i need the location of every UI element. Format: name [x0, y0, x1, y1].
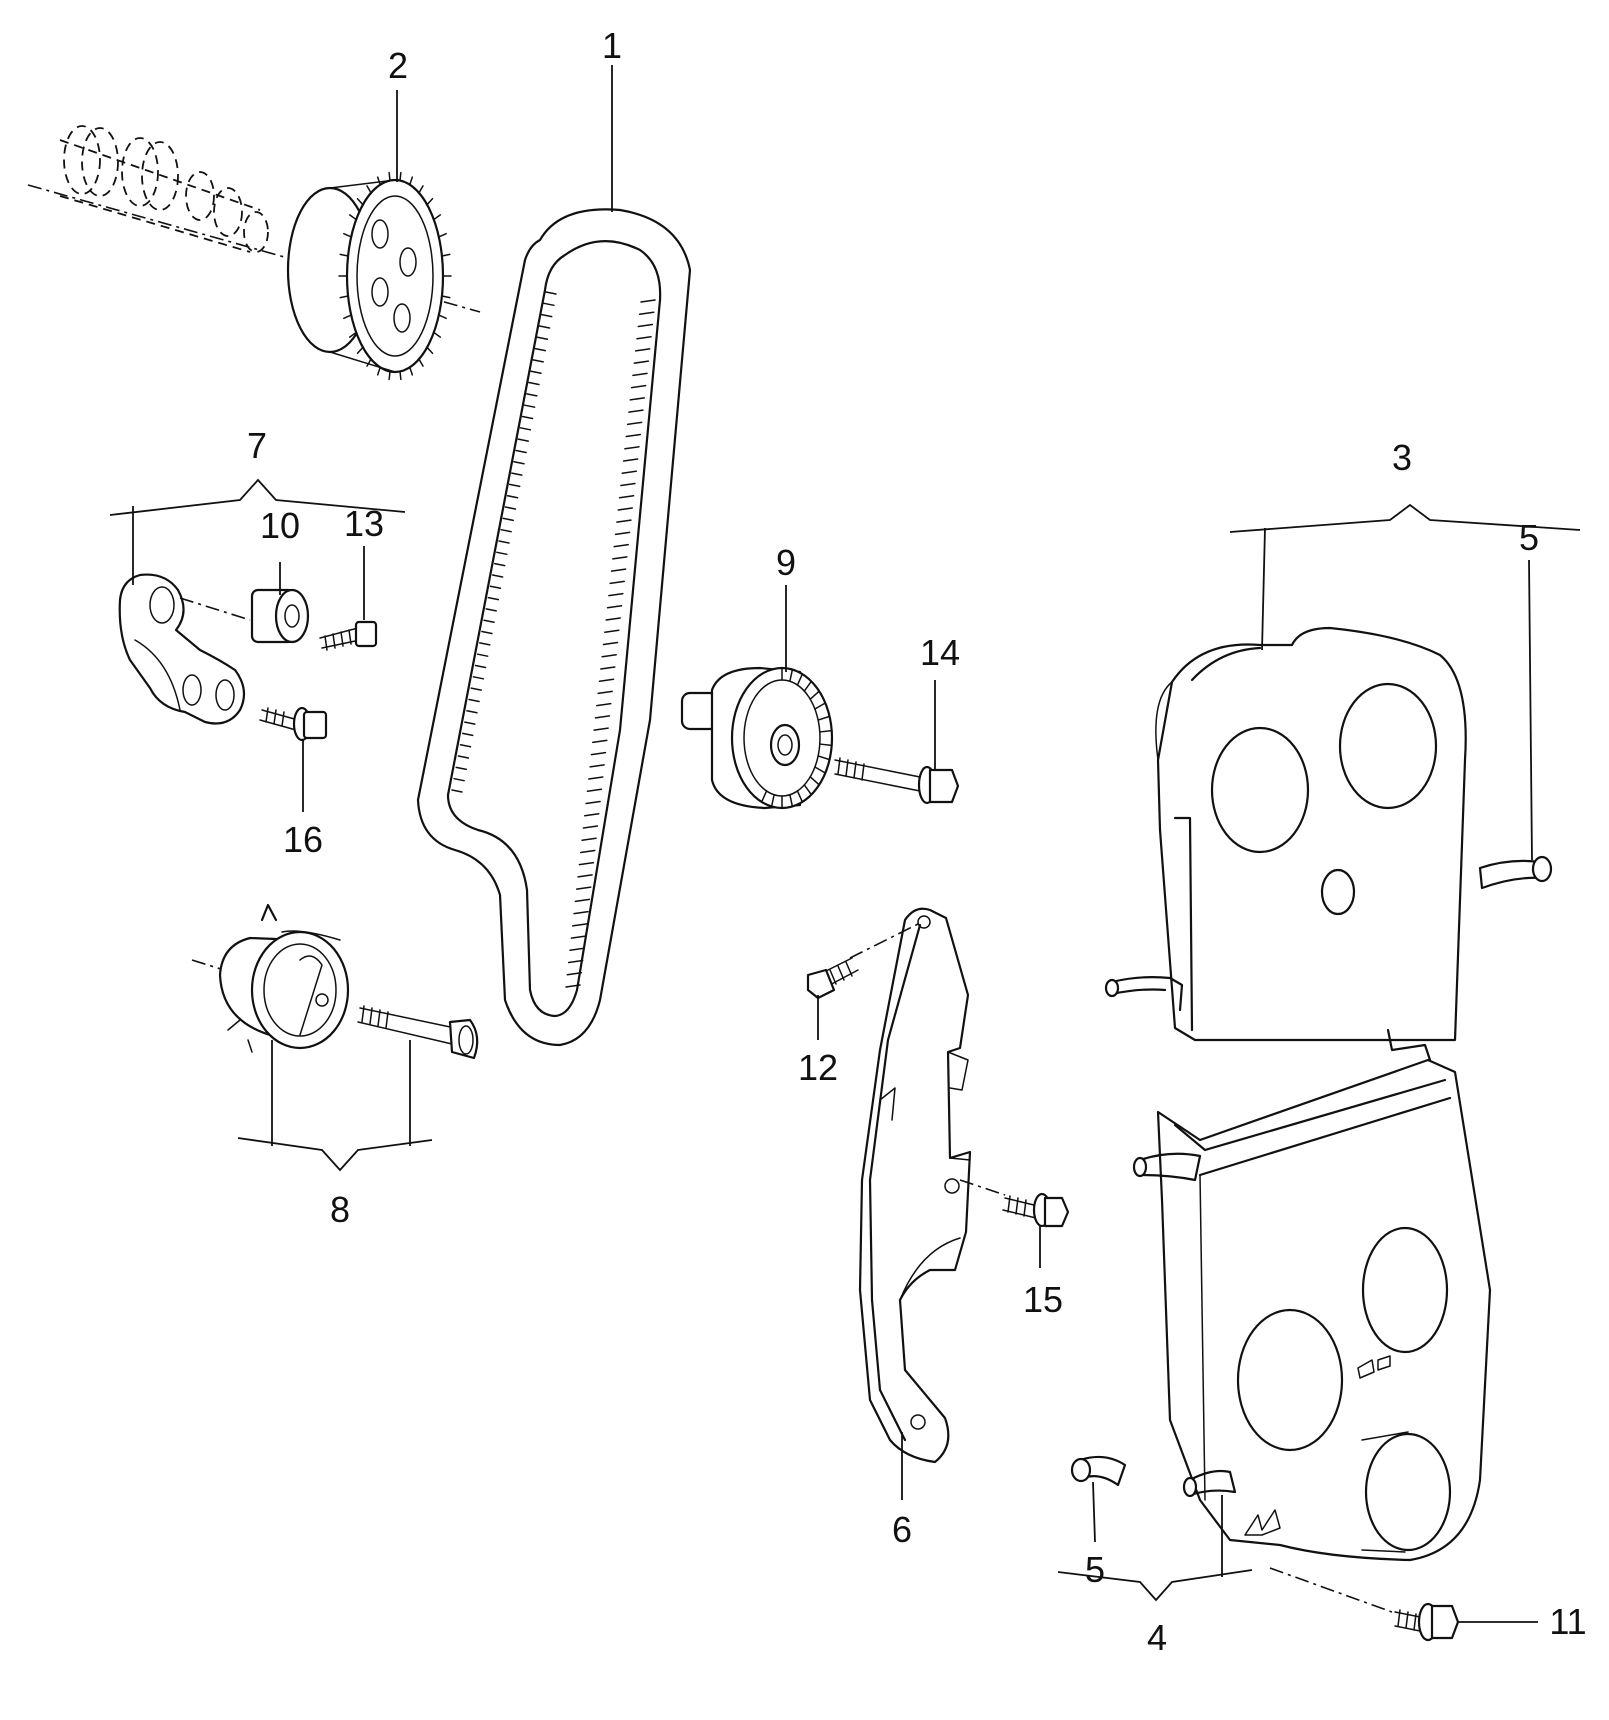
callout-7: 7 — [247, 425, 267, 466]
flange-bolt-icon — [959, 1179, 1070, 1228]
tensioner-assembly-icon — [191, 903, 350, 1053]
callout-13: 13 — [344, 503, 384, 544]
callout-5-lower: 5 — [1085, 1549, 1105, 1590]
hex-bolt-icon — [319, 620, 378, 651]
callout-4: 4 — [1147, 1617, 1167, 1658]
callout-3: 3 — [1392, 437, 1412, 478]
callout-16: 16 — [283, 819, 323, 860]
callout-9: 9 — [776, 542, 796, 583]
callout-8: 8 — [330, 1189, 350, 1230]
hex-bolt-icon — [806, 923, 919, 1000]
long-bolt-icon — [357, 1005, 479, 1060]
long-bolt-icon — [834, 757, 960, 805]
leader-lines — [109, 65, 1581, 1623]
callout-2: 2 — [388, 45, 408, 86]
camshaft-sprocket-icon — [286, 171, 452, 381]
flange-bolt-icon — [1269, 1567, 1460, 1642]
upper-belt-cover-icon — [1104, 626, 1467, 1042]
callout-14: 14 — [920, 632, 960, 673]
lower-belt-cover-icon — [1132, 1028, 1492, 1562]
idler-bracket-assembly-icon — [118, 573, 246, 725]
callout-12: 12 — [798, 1047, 838, 1088]
clip-icon — [1070, 1455, 1127, 1487]
clip-icon — [1478, 855, 1553, 890]
callout-1: 1 — [602, 25, 622, 66]
callout-5-upper: 5 — [1519, 517, 1539, 558]
small-roller-icon — [179, 588, 310, 644]
rear-cover-panel-icon — [858, 907, 972, 1464]
flange-bolt-icon — [259, 706, 328, 742]
callout-15: 15 — [1023, 1279, 1063, 1320]
callout-labels: 1 2 3 4 5 5 6 7 8 9 10 11 12 13 14 15 16 — [247, 25, 1587, 1658]
callout-11: 11 — [1549, 1601, 1586, 1642]
callout-6: 6 — [892, 1509, 912, 1550]
idler-pulley-icon — [680, 666, 834, 810]
callout-10: 10 — [260, 505, 300, 546]
timing-belt-icon — [416, 208, 692, 1047]
